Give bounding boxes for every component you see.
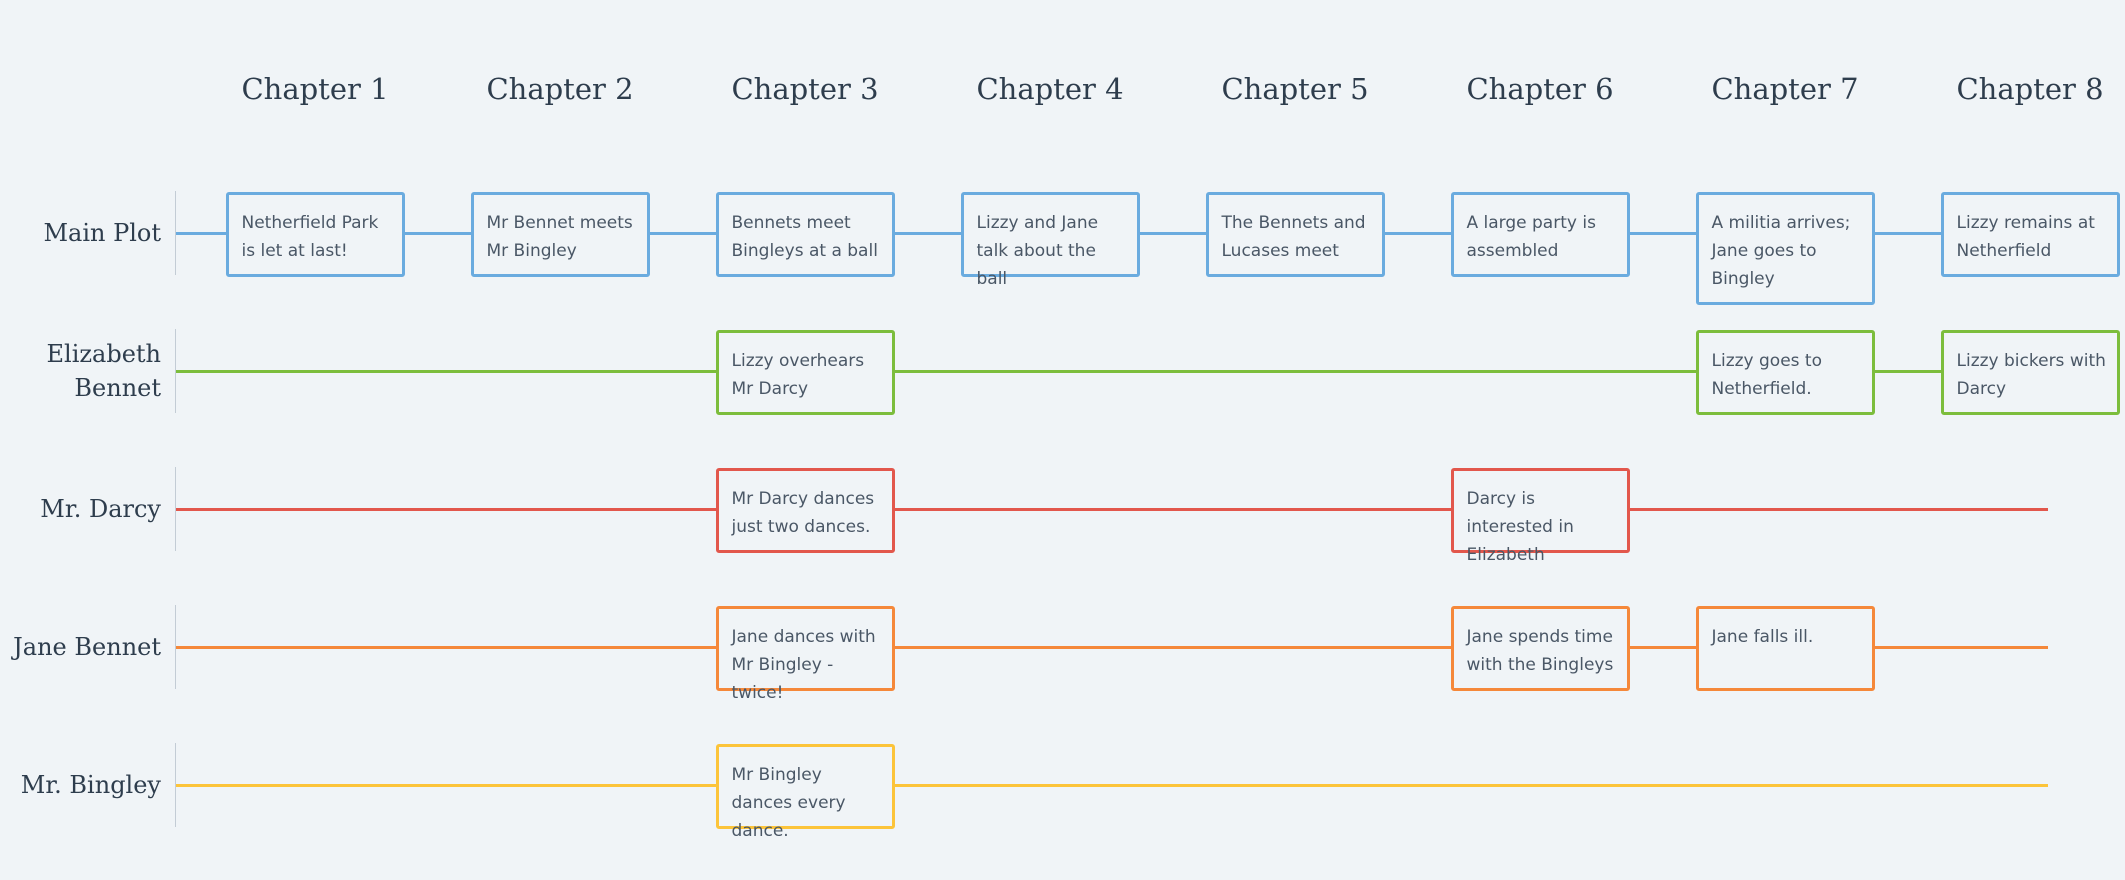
event-card[interactable]: Netherfield Park is let at last! [225, 192, 405, 277]
event-card[interactable]: A large party is assembled [1450, 192, 1630, 277]
event-card[interactable]: The Bennets and Lucases meet [1205, 192, 1385, 277]
event-card[interactable]: Mr Darcy dances just two dances. [715, 468, 895, 553]
chapter-header: Chapter 2 [486, 72, 634, 106]
event-card[interactable]: Lizzy goes to Netherfield. [1695, 330, 1875, 415]
chapter-header: Chapter 6 [1466, 72, 1614, 106]
event-card[interactable]: A militia arrives; Jane goes to Bingley [1695, 192, 1875, 305]
lane-label-jane-bennet: Jane Bennet [13, 633, 161, 661]
event-card[interactable]: Mr Bennet meets Mr Bingley [470, 192, 650, 277]
lane-label-main-plot: Main Plot [43, 219, 161, 247]
lane-divider [175, 191, 176, 275]
chapter-header: Chapter 3 [731, 72, 879, 106]
lane-line-mr-darcy [176, 508, 2048, 511]
chapter-header: Chapter 4 [976, 72, 1124, 106]
lane-line-jane-bennet [176, 646, 2048, 649]
lane-divider [175, 743, 176, 827]
event-card[interactable]: Bennets meet Bingleys at a ball [715, 192, 895, 277]
event-card[interactable]: Lizzy and Jane talk about the ball [960, 192, 1140, 289]
chapter-header: Chapter 1 [241, 72, 389, 106]
event-card[interactable]: Lizzy overhears Mr Darcy [715, 330, 895, 415]
lane-line-elizabeth-bennet [176, 370, 2048, 373]
event-card[interactable]: Darcy is interested in Elizabeth [1450, 468, 1630, 565]
lane-line-mr-bingley [176, 784, 2048, 787]
lane-label-mr-bingley: Mr. Bingley [20, 771, 161, 799]
lane-divider [175, 605, 176, 689]
event-card[interactable]: Jane falls ill. [1695, 606, 1875, 691]
event-card[interactable]: Jane dances with Mr Bingley - twice! [715, 606, 895, 703]
event-card[interactable]: Mr Bingley dances every dance. [715, 744, 895, 841]
chapter-header: Chapter 8 [1956, 72, 2104, 106]
lane-label-mr-darcy: Mr. Darcy [40, 495, 161, 523]
lane-divider [175, 329, 176, 413]
storyline-board: Chapter 1 Chapter 2 Chapter 3 Chapter 4 Chap… [13, 72, 2120, 841]
event-card[interactable]: Jane spends time with the Bingleys [1450, 606, 1630, 691]
chapter-header: Chapter 5 [1221, 72, 1369, 106]
lane-divider [175, 467, 176, 551]
chapter-header: Chapter 7 [1711, 72, 1859, 106]
